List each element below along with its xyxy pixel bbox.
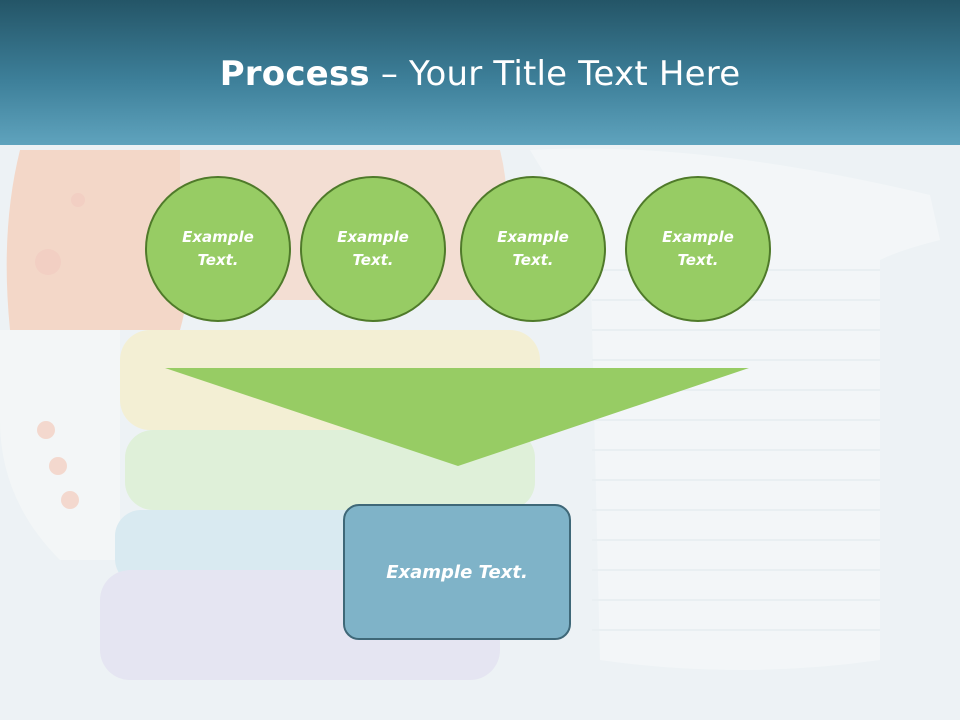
step-circle-1[interactable]: Example Text. bbox=[145, 176, 291, 322]
step-circle-3-label: Example Text. bbox=[497, 228, 569, 269]
step-circle-1-label: Example Text. bbox=[182, 228, 254, 269]
step-circle-2[interactable]: Example Text. bbox=[300, 176, 446, 322]
title-bold: Process bbox=[219, 54, 370, 94]
result-box-label: Example Text. bbox=[386, 561, 528, 583]
step-circle-3[interactable]: Example Text. bbox=[460, 176, 606, 322]
slide-title[interactable]: Process – Your Title Text Here bbox=[0, 52, 960, 96]
title-rest: – Your Title Text Here bbox=[369, 54, 741, 94]
step-circle-4[interactable]: Example Text. bbox=[625, 176, 771, 322]
result-box[interactable]: Example Text. bbox=[343, 504, 571, 640]
funnel-triangle[interactable] bbox=[165, 368, 749, 466]
title-banner: Process – Your Title Text Here bbox=[0, 0, 960, 145]
step-circle-4-label: Example Text. bbox=[662, 228, 734, 269]
step-circle-2-label: Example Text. bbox=[337, 228, 409, 269]
